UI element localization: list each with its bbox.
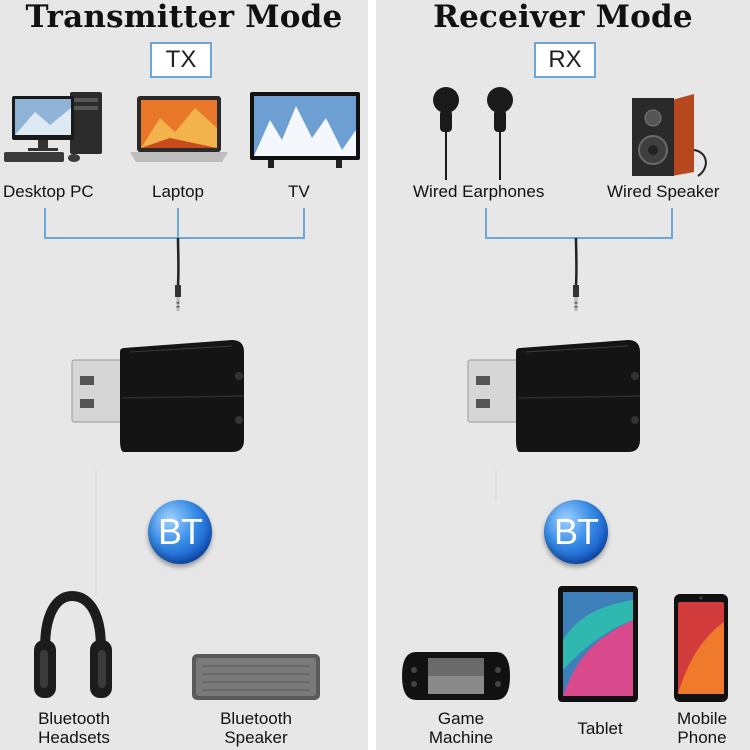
receiver-panel: Receiver Mode RX	[376, 0, 750, 750]
laptop-icon	[130, 96, 228, 162]
receiver-graphics	[402, 87, 728, 702]
transmitter-title: Transmitter Mode	[25, 0, 343, 35]
sink-label-earphones: Wired Earphones	[413, 182, 545, 201]
sink-label-wired-speaker: Wired Speaker	[607, 182, 720, 201]
source-label-tablet-text: Tablet	[577, 719, 623, 738]
mobile-phone-icon	[674, 594, 728, 702]
game-machine-icon	[402, 652, 510, 700]
source-label-laptop: Laptop	[152, 182, 204, 201]
sink-connector-lines	[485, 208, 673, 242]
rx-badge: RX	[534, 42, 596, 78]
earphones-icon	[433, 87, 513, 180]
transmitter-panel: Transmitter Mode TX	[0, 0, 368, 750]
usb-adapter-icon	[467, 340, 641, 452]
source-label-tv: TV	[288, 182, 310, 201]
audio-cable-icon	[175, 237, 181, 311]
source-label-desktop-pc: Desktop PC	[3, 182, 94, 201]
tx-badge: TX	[150, 42, 212, 78]
tv-icon	[250, 92, 360, 168]
headphones-icon	[34, 590, 112, 698]
source-label-tablet: Tablet	[550, 719, 650, 738]
transmitter-graphics	[4, 92, 360, 700]
receiver-title: Receiver Mode	[433, 0, 693, 35]
audio-cable-icon	[573, 237, 579, 311]
tablet-icon	[558, 586, 638, 702]
bluetooth-badge-tx: BT	[148, 500, 212, 564]
bluetooth-badge-rx: BT	[544, 500, 608, 564]
usb-adapter-icon	[71, 340, 245, 452]
source-connector-lines	[44, 208, 305, 239]
wired-speaker-icon	[632, 94, 707, 177]
desktop-pc-icon	[4, 92, 102, 162]
bluetooth-speaker-icon	[192, 654, 320, 700]
